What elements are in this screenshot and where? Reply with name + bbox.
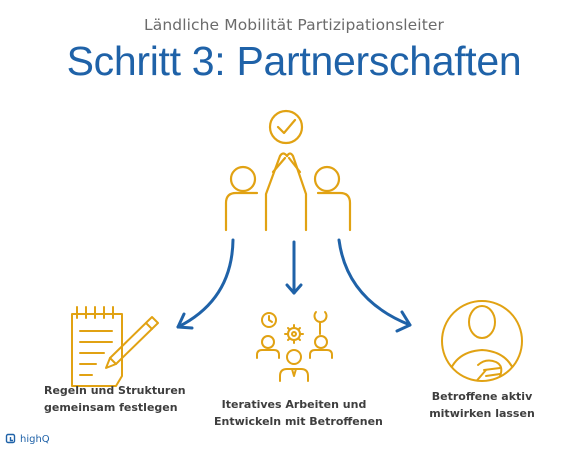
- gear-icon: [284, 324, 304, 344]
- brand-logo: highQ: [6, 432, 50, 446]
- hand-on-heart-icon: [441, 300, 523, 382]
- step-caption-rules: Regeln und Strukturen gemeinsam festlege…: [44, 382, 186, 416]
- center-member-icon: [279, 349, 309, 382]
- flow-arrows: [176, 238, 412, 333]
- diagram-title: Schritt 3: Partnerschaften: [66, 38, 522, 84]
- high-five-arms: [264, 152, 308, 232]
- team-collaboration-icon: [256, 311, 333, 382]
- arrow-down-icon: [285, 240, 303, 295]
- right-person-icon: [313, 165, 352, 232]
- wrench-icon: [313, 311, 328, 335]
- step-caption-iterative: Iteratives Arbeiten und Entwickeln mit B…: [214, 396, 383, 430]
- step-caption-participation: Betroffene aktiv mitwirken lassen: [416, 388, 548, 422]
- step-caption-line: Iteratives Arbeiten und: [221, 398, 367, 411]
- step-caption-line: Regeln und Strukturen: [44, 384, 186, 397]
- diagram-subtitle: Ländliche Mobilität Partizipationsleiter: [144, 16, 444, 34]
- arrow-left-icon: [176, 238, 235, 330]
- clock-icon: [261, 312, 277, 328]
- step-caption-line: gemeinsam festlegen: [44, 401, 178, 414]
- brand-name: highQ: [20, 433, 50, 445]
- checkmark-icon: [268, 109, 304, 145]
- step-caption-line: Entwickeln mit Betroffenen: [214, 415, 383, 428]
- right-member-icon: [309, 335, 333, 359]
- arrow-right-icon: [337, 238, 412, 333]
- step-caption-line: mitwirken lassen: [429, 407, 535, 420]
- highq-logo-icon: [5, 433, 16, 444]
- left-member-icon: [256, 335, 280, 359]
- left-person-icon: [224, 165, 259, 232]
- partnership-icon: [224, 109, 352, 232]
- step-caption-line: Betroffene aktiv: [431, 390, 533, 403]
- notepad-pencil-icon: [71, 306, 159, 387]
